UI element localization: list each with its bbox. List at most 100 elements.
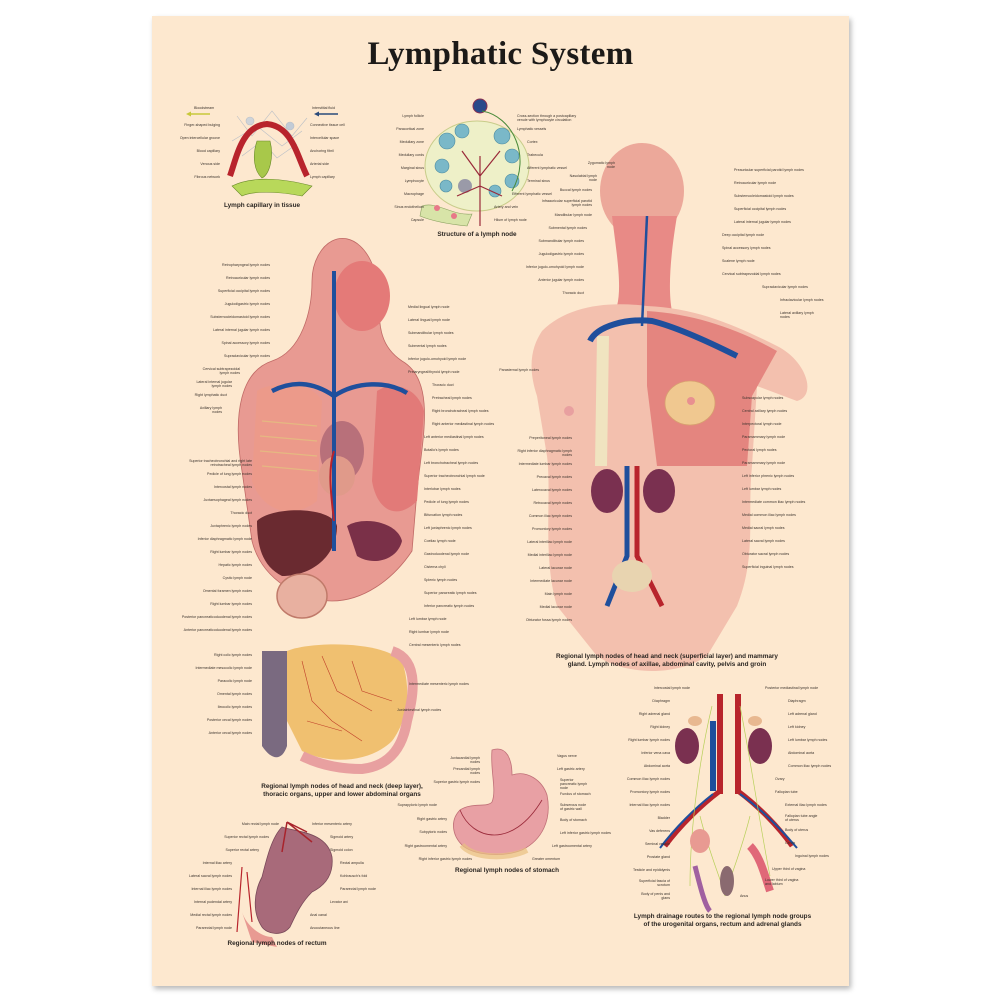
rectum-illustration [236,821,333,947]
label: Submental lymph nodes [548,226,587,230]
panel-lymph-node: Lymph follicle Paracortical zone Medulla… [362,96,582,246]
label: Vagus nerve [557,754,577,758]
label: Left lumbar lymph nodes [788,738,828,742]
label: Left bronchotracheal lymph nodes [424,461,479,465]
lymphatic-system-poster: Lymphatic System Bloodstream Interstitia… [152,16,849,986]
label: Superior tracheobronchial lymph node [424,474,485,478]
label: Common iliac lymph nodes [528,514,572,518]
label: Precaval lymph nodes [536,475,572,479]
label: Left kidney [788,725,806,729]
label: Anocutaneous line [310,926,340,930]
label: Intermediate mesenteric lymph nodes [409,682,469,686]
label: Medial sacral lymph nodes [742,526,785,530]
label: Subserous node of gastric wall [560,803,587,811]
label: Preperitoneal lymph nodes [529,436,572,440]
label: Thoracic duct [230,511,252,515]
label: Coeliac lymph node [424,539,456,543]
caption-superficial-2: gland. Lymph nodes of axillae, abdominal… [567,661,767,668]
label: Infraauricular superficial parotid lymph… [541,199,592,207]
label: Anus [740,894,749,898]
label: Thoracic duct [562,291,584,295]
label: Macrophage [404,192,424,196]
label: Left inferior phrenic lymph nodes [742,474,795,478]
label: Diaphragm [788,699,806,703]
label: Fibrous network [194,175,220,179]
caption-stomach: Regional lymph nodes of stomach [454,867,560,874]
label: Interpectoral lymph node [742,422,782,426]
label: Testicle and epididymis [633,868,670,872]
caption-rectum: Regional lymph nodes of rectum [227,940,327,947]
label: Juxtaphrenic lymph nodes [210,524,252,528]
label: Obturator fossa lymph nodes [525,618,572,622]
label: Precardial lymph nodes [453,767,480,775]
label: Hilum of lymph node [494,218,527,222]
label: Right bronchotracheal lymph nodes [432,409,489,413]
label: Lateral sacral lymph nodes [742,539,785,543]
label: Main rectal lymph node [241,822,279,826]
lymph-capillary-illustration [186,110,338,197]
label: Inferior pancreatic lymph nodes [424,604,475,608]
label: Diaphragm [652,699,670,703]
label: Inferior mesenteric artery [312,822,352,826]
label: Superficial inguinal lymph nodes [742,565,794,569]
label: Gastroduodenal lymph node [424,552,470,556]
label: Superficial occipital lymph nodes [217,289,270,293]
label: Internal iliac lymph nodes [191,887,232,891]
label: Lateral lingual lymph node [408,318,450,322]
label: Finger-shaped bulging [184,123,220,127]
label: Anal canal [310,913,327,917]
label: Retrocaval lymph nodes [533,501,572,505]
label: Abdominal aorta [643,764,670,768]
label: Efferent lymphatic vessel [512,192,552,196]
label: Juxtaintestinal lymph nodes [397,708,442,712]
label: Supraclavicular lymph nodes [762,285,808,289]
label: Left lumbar lymph node [409,617,447,621]
caption-lymph-node: Structure of a lymph node [437,231,517,238]
label: Paracortical zone [396,127,424,131]
label: Posterior cecal lymph nodes [206,718,252,722]
label: Left adrenal gland [788,712,817,716]
label: Lymphocyte [404,179,424,183]
label: Intermediate mesocolic lymph node [195,666,252,670]
label: Medullary cords [398,153,424,157]
label: Lymph follicle [402,114,424,118]
label: Supraclavicular lymph nodes [224,354,270,358]
label: Suprapyloric lymph node [397,803,437,807]
label: Axillary lymph nodes [199,406,222,414]
label: Ovary [775,777,785,781]
label: Paracolic lymph node [217,679,252,683]
label: Pedicle of lung lymph nodes [207,472,252,476]
label: Retropharyngeal lymph nodes [222,263,270,267]
label: Connective tissue cell [310,123,345,127]
caption-deep-layer-1: Regional lymph nodes of head and neck (d… [261,783,423,790]
label: Juxtaesophageal lymph nodes [203,498,252,502]
label: Omental foramen lymph nodes [202,589,252,593]
label: Left lumbar lymph nodes [742,487,782,491]
label: Inguinal lymph nodes [795,854,829,858]
label: Cystic lymph node [222,576,252,580]
label: Fallopian tube [775,790,798,794]
label: Medullary zone [399,140,424,144]
label: Zygomatic lymph node [587,161,615,169]
label: Trabecula [527,153,543,157]
label: Medial rectal lymph nodes [190,913,232,917]
label: Left anterior mediastinal lymph nodes [424,435,484,439]
label: Right kidney [650,725,670,729]
urogenital-illustration [659,694,798,913]
label: Mandibular lymph node [554,213,592,217]
panel-deep-layer: Retropharyngeal lymph nodes Retroauricul… [162,221,502,798]
label: Hepatic lymph nodes [218,563,252,567]
label: Subscapular lymph nodes [742,396,784,400]
label: Superior rectal artery [225,848,259,852]
label: Left gastroomental artery [552,844,592,848]
label: Posterior mediastinal lymph node [765,686,819,690]
label: Lateral internal jugular lymph nodes [213,328,270,332]
label: Anterior jugular lymph nodes [538,278,584,282]
label: Internal pudendal artery [194,900,232,904]
label: Right inferior diaphragmatic lymph nodes [517,449,572,457]
label: Prostate gland [646,855,670,859]
legend-bloodstream: Bloodstream [194,106,215,110]
label: Cervix [785,841,796,845]
deep-layer-torso-illustration [237,238,425,775]
label: Abdominal aorta [788,751,815,755]
